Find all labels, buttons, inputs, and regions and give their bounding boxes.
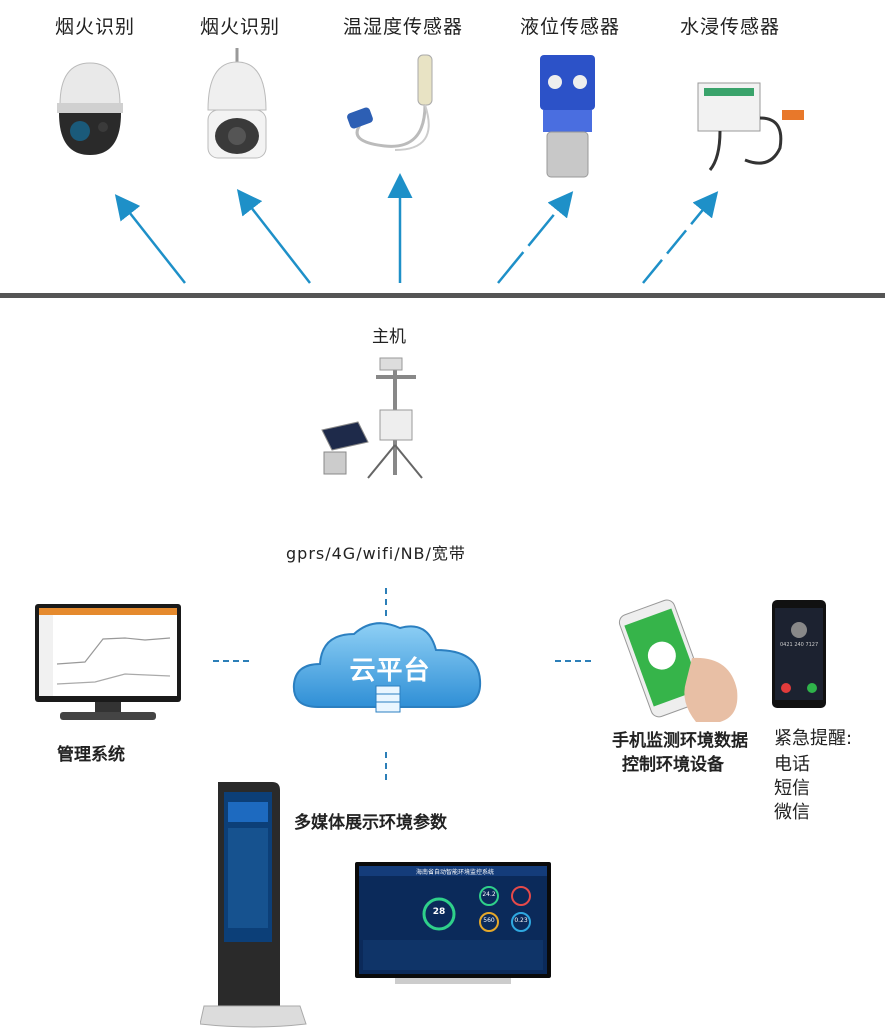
dashboard-value-1: 24.2 — [482, 891, 496, 898]
dashboard-value-3: 0.23 — [514, 917, 528, 924]
dashboard-title: 海南省自动智能环境监控系统 — [415, 869, 494, 876]
phone-label-line2: 控制环境设备 — [622, 755, 724, 775]
network-label: gprs/4G/wifi/NB/宽带 — [286, 544, 466, 563]
alert-item-sms: 短信 — [774, 778, 810, 799]
sensor-label-flame-1: 烟火识别 — [55, 16, 136, 38]
weather-station-icon — [321, 357, 423, 479]
connector-network-cloud — [385, 588, 389, 616]
ptz-camera-icon — [207, 48, 267, 159]
water-sensor-icon — [697, 82, 804, 171]
alert-item-wechat: 微信 — [774, 802, 810, 823]
cloud-label: 云平台 — [349, 656, 431, 686]
tv-dashboard-icon — [355, 862, 551, 984]
monitor-icon — [35, 604, 181, 720]
dashboard-value-2: 560 — [483, 917, 495, 924]
level-sensor-icon — [540, 55, 595, 178]
phone-hand-icon — [618, 599, 738, 722]
management-label: 管理系统 — [57, 745, 125, 765]
divider-line — [0, 293, 885, 298]
host-label: 主机 — [372, 327, 406, 347]
kiosk-icon — [200, 782, 307, 1028]
sensor-label-flame-2: 烟火识别 — [200, 16, 281, 38]
connector-cloud-management — [213, 660, 249, 664]
sensor-label-water: 水浸传感器 — [680, 16, 781, 38]
cloud-icon — [292, 622, 482, 713]
phone-label-line1: 手机监测环境数据 — [612, 731, 748, 751]
sensor-label-temp-humidity: 温湿度传感器 — [343, 16, 464, 38]
connector-cloud-multimedia — [385, 752, 389, 780]
multimedia-label: 多媒体展示环境参数 — [294, 813, 447, 833]
connector-cloud-phone — [555, 660, 591, 664]
dome-camera-icon — [57, 62, 123, 155]
dashboard-value-main: 28 — [432, 907, 446, 917]
call-number: 0421 240 7127 — [780, 642, 819, 648]
sensor-label-level: 液位传感器 — [520, 16, 621, 38]
temperature-probe-icon — [347, 54, 433, 151]
sensor-arrows — [114, 173, 719, 284]
alerts-title: 紧急提醒: — [774, 728, 853, 749]
incoming-call-icon — [772, 600, 826, 708]
alert-item-phone: 电话 — [774, 754, 810, 775]
